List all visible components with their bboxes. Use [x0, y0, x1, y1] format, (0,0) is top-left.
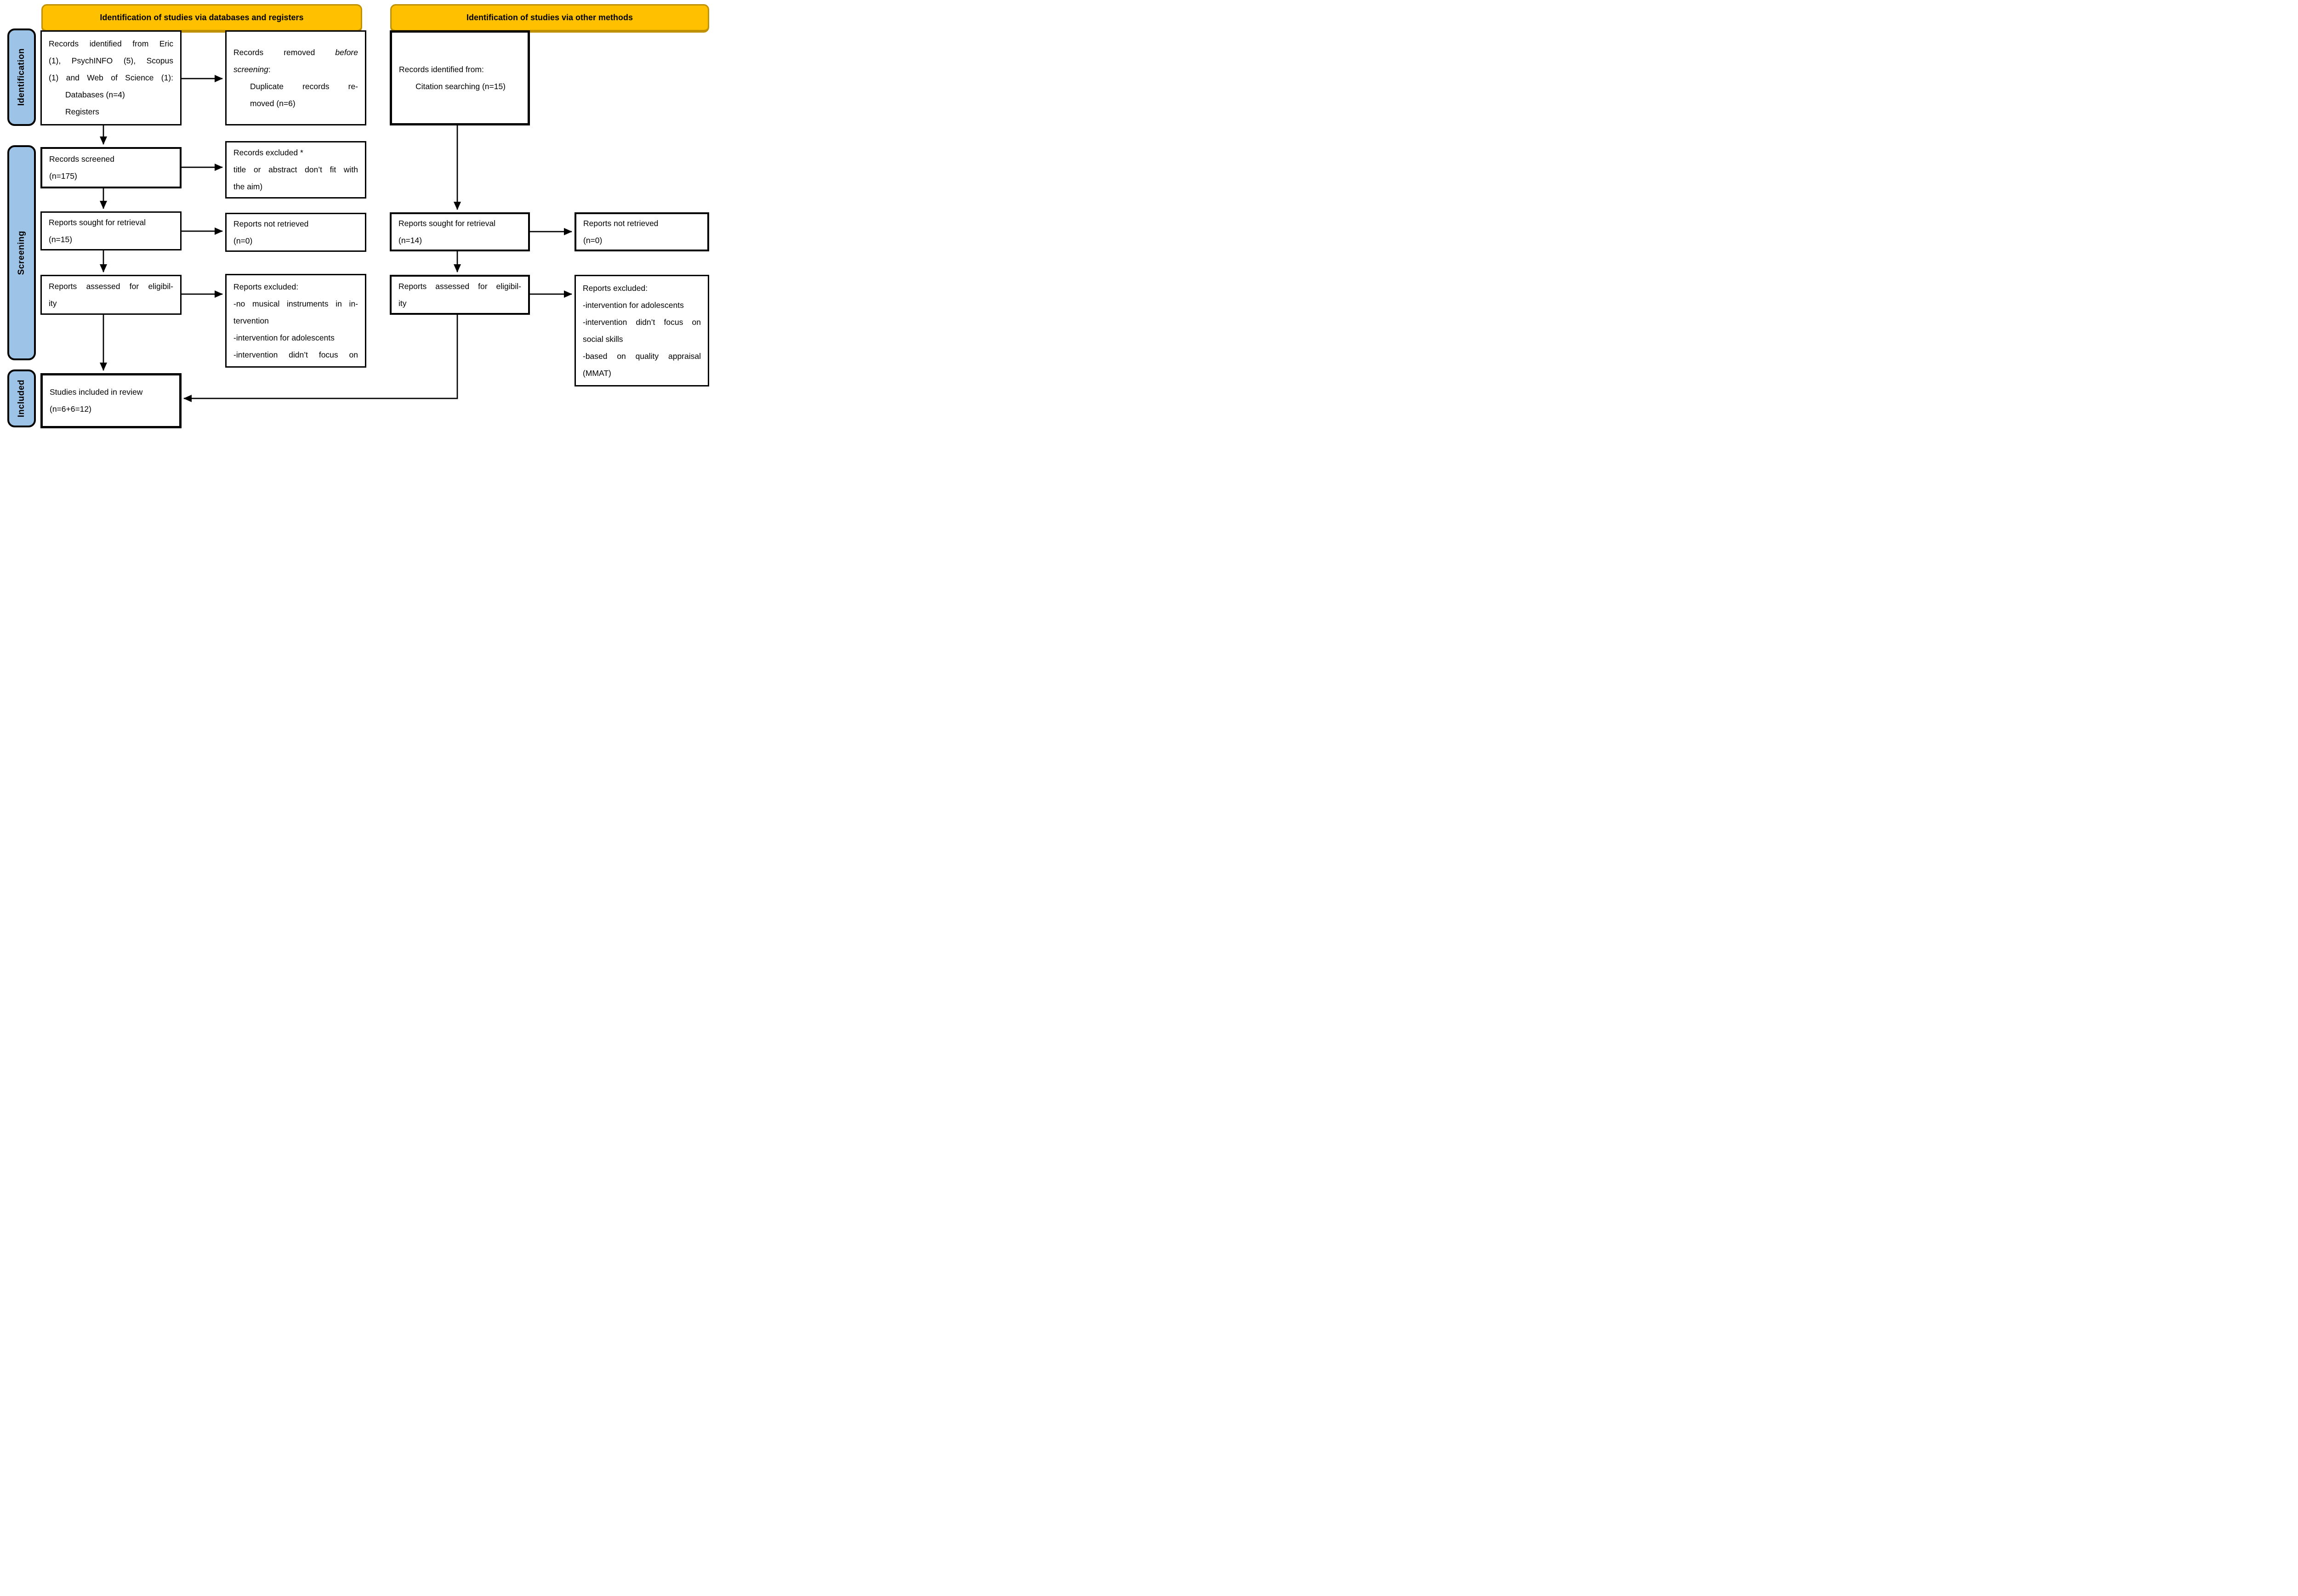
box-line: title or abstract don’t fit with — [233, 165, 358, 174]
header-other-methods: Identification of studies via other meth… — [390, 4, 709, 33]
box-line: the aim) — [233, 182, 263, 191]
box-reports-assessed-right: Reports assessed for eligibil-ity — [390, 275, 530, 315]
box-reports-excluded-left: Reports excluded: -no musical instruments… — [225, 274, 366, 368]
box-line: social skills — [583, 334, 623, 344]
box-line: Reports not retrieved — [583, 218, 659, 228]
box-line: (n=15) — [49, 234, 73, 244]
box-reports-not-retrieved-left: Reports not retrieved (n=0) — [225, 213, 366, 252]
box-line: ity — [398, 298, 407, 308]
box-line: (1) and Web of Science (1): — [49, 73, 173, 82]
box-reports-not-retrieved-right: Reports not retrieved (n=0) — [574, 212, 709, 251]
box-line: Databases (n=4) — [65, 90, 125, 99]
box-line: (1), PsychINFO (5), Scopus — [49, 56, 173, 65]
box-line: Reports excluded: — [583, 283, 648, 293]
box-reports-excluded-right: Reports excluded: -intervention for adole… — [574, 275, 709, 386]
box-line: Records screened — [49, 154, 115, 164]
box-line: (n=6+6=12) — [50, 404, 91, 414]
box-line: Reports excluded: — [233, 282, 299, 291]
header-databases-registers: Identification of studies via databases … — [41, 4, 362, 33]
box-line: -based on quality appraisal — [583, 351, 701, 361]
box-reports-assessed-left: Reports assessed for eligibil-ity — [40, 275, 182, 315]
box-line: -intervention didn’t focus on — [583, 317, 701, 327]
box-line: (n=14) — [398, 235, 422, 245]
box-line: (n=0) — [583, 235, 603, 245]
box-line: Reports not retrieved — [233, 219, 309, 228]
box-line: Registers — [65, 107, 99, 116]
stage-identification: Identification — [7, 28, 36, 126]
box-reports-sought-right: Reports sought for retrieval (n=14) — [390, 212, 530, 251]
box-line: -no musical instruments in in- — [233, 299, 358, 308]
box-records-identified-citation: Records identified from: Citation searchi… — [390, 30, 530, 125]
stage-included: Included — [7, 369, 36, 427]
box-line: screening: — [233, 64, 271, 74]
box-line: (MMAT) — [583, 368, 611, 378]
box-line: ity — [49, 298, 57, 308]
box-records-screened: Records screened (n=175) — [40, 147, 182, 188]
box-line: -intervention didn’t focus on — [233, 350, 358, 359]
stage-included-label: Included — [17, 379, 26, 418]
box-line: Citation searching (n=15) — [415, 81, 506, 91]
box-line: (n=0) — [233, 236, 253, 245]
box-line: Records removed before — [233, 47, 358, 57]
box-records-excluded: Records excluded * title or abstract don’… — [225, 141, 366, 199]
box-line: -intervention for adolescents — [233, 333, 335, 342]
box-line: Duplicate records re- — [250, 81, 358, 91]
box-studies-included: Studies included in review (n=6+6=12) — [40, 373, 182, 428]
stage-identification-label: Identification — [17, 48, 26, 106]
box-line: Reports sought for retrieval — [398, 218, 496, 228]
box-line: Records identified from Eric — [49, 39, 173, 48]
box-line: tervention — [233, 316, 269, 325]
box-line: Reports assessed for eligibil- — [398, 281, 521, 291]
stage-screening: Screening — [7, 145, 36, 360]
box-reports-sought-left: Reports sought for retrieval (n=15) — [40, 211, 182, 250]
stage-screening-label: Screening — [17, 230, 26, 275]
box-line: (n=175) — [49, 171, 77, 181]
prisma-flow-diagram: Identification of studies via databases … — [0, 0, 711, 429]
box-records-removed-before-screening: Records removed before screening: Duplicat… — [225, 30, 366, 125]
box-line: Records identified from: — [399, 64, 484, 74]
box-line: Reports sought for retrieval — [49, 217, 146, 227]
box-line: moved (n=6) — [250, 98, 296, 108]
box-records-identified-databases: Records identified from Eric (1), PsychIN… — [40, 30, 182, 125]
box-line: Studies included in review — [50, 387, 143, 397]
box-line: Reports assessed for eligibil- — [49, 281, 173, 291]
box-line: -intervention for adolescents — [583, 300, 684, 310]
box-line: Records excluded * — [233, 148, 303, 157]
